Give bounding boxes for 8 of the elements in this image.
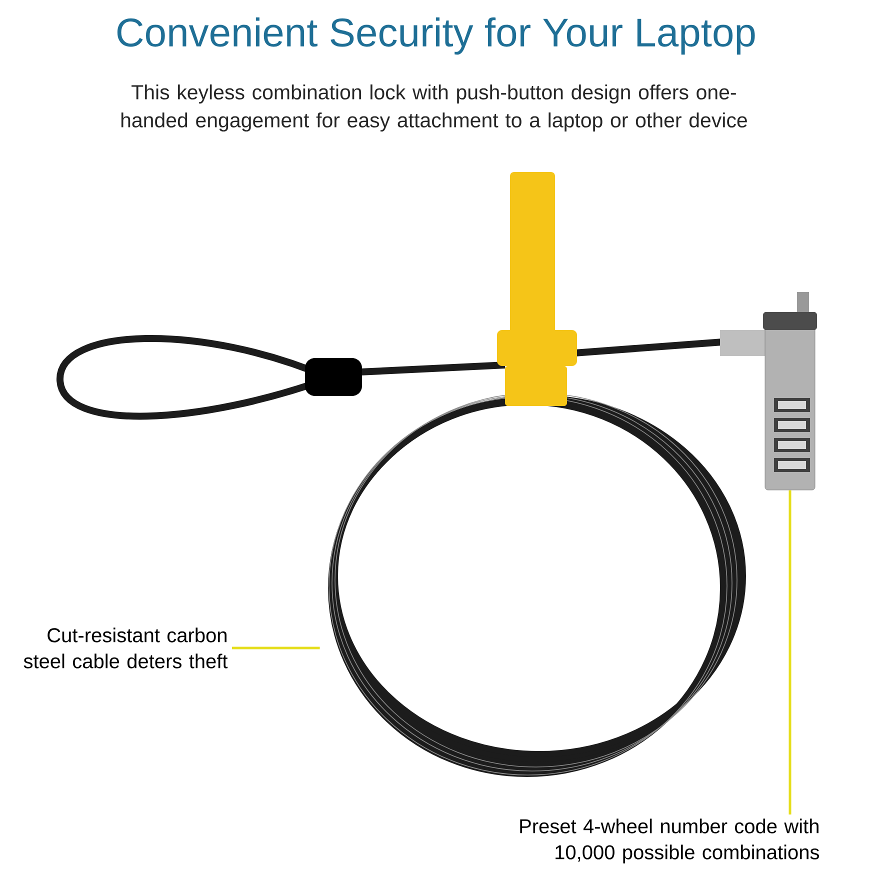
callout-text: Cut-resistant carbon steel cable deters theft [24, 628, 228, 668]
callout-text: Preset 4-wheel number code with 10,000 possible combinations [520, 818, 820, 864]
cable-coil [328, 392, 746, 778]
leader-line [788, 490, 792, 814]
lock-drawing [720, 292, 817, 490]
title: Convenient Security for Your Laptop [117, 17, 755, 55]
subtitle: This keyless combination lock with push-button design offers one-handed engagement for easy attachment to a laptop or other device [121, 84, 747, 132]
leader-line [232, 646, 320, 650]
